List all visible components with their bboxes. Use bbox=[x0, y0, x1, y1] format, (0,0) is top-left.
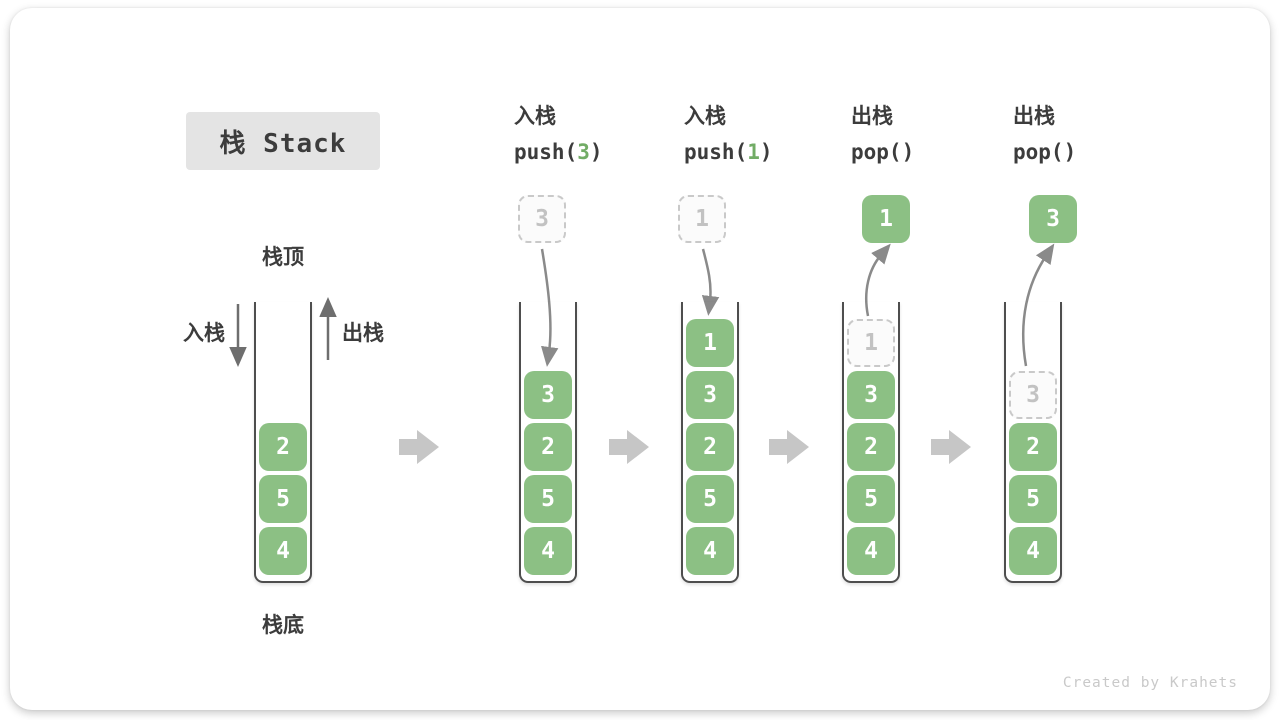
next-step-arrow-icon bbox=[931, 430, 971, 464]
stack-element-box: 4 bbox=[847, 527, 895, 575]
code-arg: 3 bbox=[577, 140, 590, 164]
operation-code: pop() bbox=[851, 138, 914, 166]
next-step-arrow-icon bbox=[399, 430, 439, 464]
watermark: Created by Krahets bbox=[1062, 675, 1238, 691]
stack-element-box: 3 bbox=[686, 371, 734, 419]
operation-header-push-3: 入栈 push(3) bbox=[514, 103, 603, 166]
operation-code: push(3) bbox=[514, 138, 603, 166]
stack-element-box: 3 bbox=[847, 371, 895, 419]
code-text: ) bbox=[759, 140, 773, 164]
code-text: pop( bbox=[851, 140, 902, 164]
stack-element-box: 3 bbox=[524, 371, 572, 419]
stack-element-box: 2 bbox=[524, 423, 572, 471]
popped-slot-box: 3 bbox=[1009, 371, 1057, 419]
push-curve-arrow-icon bbox=[701, 248, 720, 316]
stack-top-label: 栈顶 bbox=[262, 245, 304, 269]
operation-label: 出栈 bbox=[1013, 104, 1055, 128]
operation-label: 入栈 bbox=[684, 104, 726, 128]
stack-element-box: 4 bbox=[1009, 527, 1057, 575]
stack-element-box: 2 bbox=[686, 423, 734, 471]
diagram-title: 栈 Stack bbox=[186, 112, 380, 170]
code-arg: 1 bbox=[747, 140, 760, 164]
code-text: pop( bbox=[1013, 140, 1064, 164]
operation-label: 入栈 bbox=[514, 104, 556, 128]
pop-curve-arrow-icon bbox=[864, 243, 891, 317]
code-text: push( bbox=[514, 140, 578, 164]
next-step-arrow-icon bbox=[609, 430, 649, 464]
stack-element-box: 1 bbox=[686, 319, 734, 367]
popped-element-box: 1 bbox=[862, 195, 910, 243]
stack-element-box: 4 bbox=[524, 527, 572, 575]
next-step-arrow-icon bbox=[769, 430, 809, 464]
pop-curve-arrow-icon bbox=[1022, 243, 1055, 367]
operation-header-pop-3: 出栈 pop() bbox=[1013, 103, 1076, 166]
stack-element-box: 5 bbox=[1009, 475, 1057, 523]
push-curve-arrow-icon bbox=[540, 248, 559, 367]
operation-header-push-1: 入栈 push(1) bbox=[684, 103, 773, 166]
code-text: ) bbox=[1063, 140, 1077, 164]
stack-bottom-label: 栈底 bbox=[262, 613, 304, 637]
operation-code: push(1) bbox=[684, 138, 773, 166]
incoming-element-box: 3 bbox=[518, 195, 566, 243]
popped-element-box: 3 bbox=[1029, 195, 1077, 243]
code-text: ) bbox=[901, 140, 915, 164]
code-text: ) bbox=[589, 140, 603, 164]
stack-element-box: 5 bbox=[259, 475, 307, 523]
stack-element-box: 5 bbox=[847, 475, 895, 523]
popped-slot-box: 1 bbox=[847, 319, 895, 367]
stack-element-box: 4 bbox=[259, 527, 307, 575]
stack-element-box: 5 bbox=[524, 475, 572, 523]
stack-element-box: 2 bbox=[847, 423, 895, 471]
incoming-element-box: 1 bbox=[678, 195, 726, 243]
push-side-label: 入栈 bbox=[183, 321, 225, 345]
pop-side-label: 出栈 bbox=[342, 321, 384, 345]
operation-code: pop() bbox=[1013, 138, 1076, 166]
operation-label: 出栈 bbox=[851, 104, 893, 128]
stack-element-box: 2 bbox=[259, 423, 307, 471]
stack-element-box: 5 bbox=[686, 475, 734, 523]
operation-header-pop-1: 出栈 pop() bbox=[851, 103, 914, 166]
stack-element-box: 2 bbox=[1009, 423, 1057, 471]
code-text: push( bbox=[684, 140, 748, 164]
stack-element-box: 4 bbox=[686, 527, 734, 575]
